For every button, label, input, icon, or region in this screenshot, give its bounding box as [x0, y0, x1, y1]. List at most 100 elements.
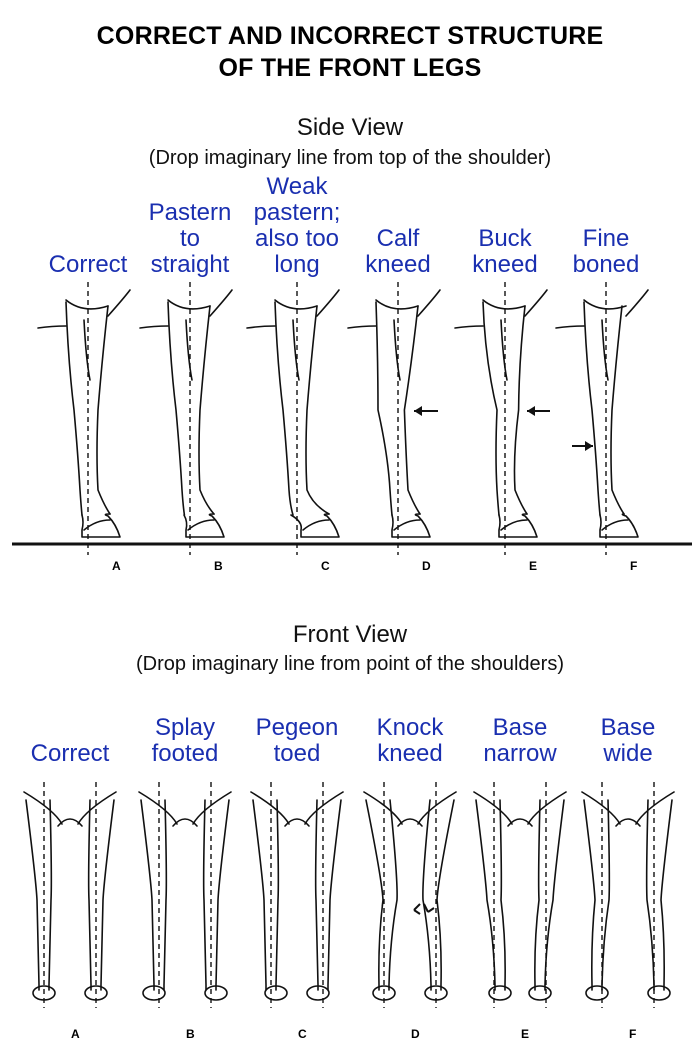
- label-line: Correct: [30, 740, 110, 767]
- tendon-line: [83, 319, 91, 381]
- coronet-line: [500, 519, 528, 531]
- upper-arm-line: [482, 299, 526, 310]
- leg-front-contour: [482, 301, 500, 516]
- arrow-buck-kneed-head: [527, 406, 535, 416]
- leg-outer-contour: [583, 799, 596, 991]
- arrow-knock-left: [413, 903, 421, 915]
- page-title-line2: OF THE FRONT LEGS: [218, 54, 482, 82]
- elbow-line: [209, 289, 233, 317]
- chest-line: [138, 791, 232, 825]
- leg-outer-contour: [25, 799, 40, 991]
- hoof-outline: [599, 513, 639, 538]
- leg-front-contour: [375, 301, 393, 516]
- hoof-outline: [391, 513, 431, 538]
- coronet-line: [302, 519, 330, 531]
- label-line: also too: [254, 225, 340, 252]
- elbow-line: [524, 289, 548, 317]
- upper-arm-line: [167, 299, 211, 310]
- tendon-line: [601, 319, 609, 381]
- label-line: Base: [600, 714, 656, 741]
- label-line: Splay: [154, 714, 216, 741]
- label-line: boned: [572, 251, 640, 278]
- front-view-letter-e: E: [521, 1027, 530, 1041]
- leg-outer-contour: [252, 799, 267, 991]
- side-view-label-a: Correct: [33, 252, 143, 278]
- label-line: Buck: [478, 225, 532, 252]
- upper-arm-line: [583, 299, 627, 310]
- leg-front-contour: [583, 301, 601, 516]
- front-hoof: [264, 985, 288, 1001]
- page-title-line1: CORRECT AND INCORRECT STRUCTURE: [96, 22, 604, 50]
- hoof-outline: [290, 513, 340, 538]
- leg-outer-contour: [365, 799, 384, 991]
- label-line: Pegeon: [255, 714, 339, 741]
- chest-line: [250, 791, 344, 825]
- leg-front-contour: [274, 301, 294, 516]
- side-view-letter-d: D: [422, 559, 431, 573]
- front-view-letter-d: D: [411, 1027, 420, 1041]
- label-line: footed: [151, 740, 219, 767]
- leg-back-contour: [305, 305, 330, 515]
- front-hoof: [142, 985, 166, 1001]
- leg-front-contour: [167, 301, 186, 516]
- front-hoof: [488, 985, 512, 1001]
- leg-outer-contour: [314, 799, 319, 991]
- leg-inner-contour: [48, 799, 53, 991]
- hoof-outline: [498, 513, 538, 538]
- side-view-letter-a: A: [112, 559, 121, 573]
- arrow-knock-right: [423, 903, 435, 913]
- front-view-letter-b: B: [186, 1027, 195, 1041]
- tendon-line: [185, 319, 193, 381]
- chest-line: [473, 791, 567, 825]
- leg-front-contour: [65, 301, 83, 516]
- front-hoof: [585, 985, 609, 1001]
- leg-inner-contour: [601, 799, 611, 991]
- label-line: Calf: [376, 225, 420, 252]
- coronet-line: [393, 519, 421, 531]
- label-line: to: [179, 225, 200, 252]
- front-view-label-a: Correct: [15, 741, 125, 767]
- label-line: kneed: [377, 740, 443, 767]
- front-view-letter-c: C: [298, 1027, 307, 1041]
- shoulder-line: [454, 325, 484, 329]
- front-hoof: [306, 985, 330, 1001]
- brisket-line: [507, 818, 533, 827]
- front-view-heading: Front View: [292, 621, 408, 648]
- hoof-outline: [183, 513, 225, 538]
- side-view-letter-f: F: [630, 559, 638, 573]
- side-view-letter-e: E: [529, 559, 538, 573]
- leg-back-contour: [513, 305, 528, 515]
- leg-back-contour: [198, 305, 215, 515]
- chest-line: [23, 791, 117, 825]
- leg-outer-contour: [534, 799, 541, 991]
- coronet-line: [83, 519, 111, 531]
- leg-inner-contour: [100, 799, 115, 991]
- tendon-line: [393, 319, 401, 381]
- label-line: kneed: [472, 251, 538, 278]
- side-view-letter-c: C: [321, 559, 330, 573]
- brisket-line: [172, 818, 198, 827]
- leg-back-contour: [96, 305, 111, 515]
- leg-outer-contour: [140, 799, 155, 991]
- label-line: Knock: [376, 714, 444, 741]
- tendon-line: [500, 319, 508, 381]
- leg-inner-contour: [215, 799, 230, 991]
- upper-arm-line: [65, 299, 109, 310]
- shoulder-line: [37, 325, 67, 329]
- label-line: straight: [150, 251, 230, 278]
- brisket-line: [615, 818, 641, 827]
- label-line: Pastern: [148, 199, 232, 226]
- chest-line: [581, 791, 675, 825]
- leg-inner-contour: [163, 799, 168, 991]
- leg-inner-contour: [388, 799, 398, 991]
- leg-outer-contour: [87, 799, 92, 991]
- front-hoof: [204, 985, 228, 1001]
